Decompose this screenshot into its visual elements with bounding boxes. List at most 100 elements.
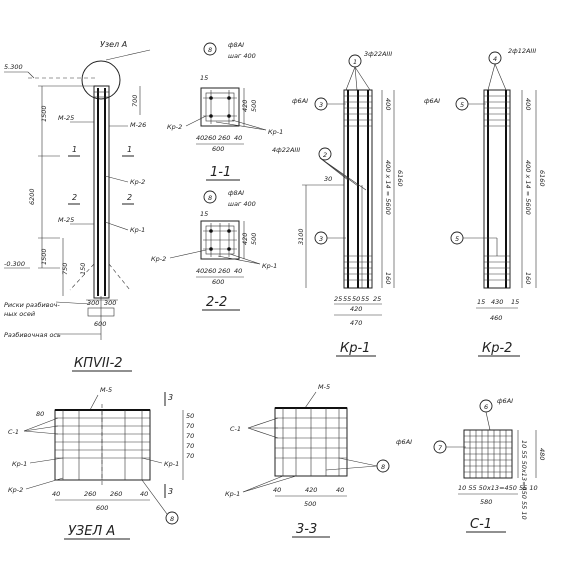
leader-kr2-node: Кр-2 [8,486,23,494]
section-3-3: М-5 С-1 Кр-1 8 40 420 40 500 [225,383,390,538]
mark-1-text: 1 [353,58,357,66]
mark-2-text: 2 [323,151,327,159]
dim-420-s22: 420 [241,233,249,245]
dim-260a-s22: 260 [204,267,216,275]
leader-kr1: Кр-1 [130,226,145,234]
mark-3-bottom-text: 3 [319,235,323,243]
bar-6ai-c1-top: ф6АI [497,397,513,405]
mark-8-s22-text: 8 [208,194,212,202]
dim-40a-s33: 40 [273,486,281,494]
dim-25b: 25 [373,295,381,303]
dim-500-s33: 500 [304,500,316,508]
dim-40a-node: 40 [52,490,60,498]
mark-8-s11 [203,42,217,56]
dim-40b-s11: 40 [234,134,242,142]
dim-70a-node: 70 [186,422,194,430]
note-axis-marks-1: Риски разбивоч- [4,301,60,309]
leader-kr1-s11: Кр-1 [268,128,283,136]
section-2-2: 8 ф8АI шаг 400 15 420 500 40 260 260 40 … [151,189,277,311]
dim-3100: 3100 [297,228,305,245]
bar-3-22aiii: 3ф22АIII [364,50,392,58]
note-layout-axis: Разбивочная ось [4,331,61,339]
dim-30: 30 [324,175,332,183]
leader-kr1b-node: Кр-1 [164,460,179,468]
bar-6ai-kr2: ф6АI [424,97,440,105]
mark-3-top-text: 3 [319,101,323,109]
dim-70c-node: 70 [186,442,194,450]
section-2-2-outline [200,220,240,260]
dim-40b-s22: 40 [234,267,242,275]
node-a-detail: М-5 С-1 Кр-1 Кр-1 Кр-2 3 3 [8,386,194,540]
mark-8-node [165,511,179,525]
mark-8-s22 [203,190,217,204]
cut-2-left: 2 [72,193,77,202]
dim-580-c1: 580 [480,498,492,506]
dim-50: 50 [352,295,360,303]
kr2-outline [483,89,511,289]
title-c1: С-1 [470,517,492,532]
elevation-top: 5.300 [4,63,23,71]
cut-1-right: 1 [127,145,132,154]
dim-40a-s22: 40 [196,267,204,275]
column-body [93,85,110,299]
cut-2-right: 2 [127,193,132,202]
dim-600-s11: 600 [212,145,224,153]
dim-600: 600 [94,320,106,328]
dim-750: 750 [61,263,69,275]
node-a-circle [81,60,121,100]
dim-160-kr2: 160 [524,272,532,284]
title-kpv: КПVII-2 [74,356,123,371]
embedded-m25-top: М-25 [58,114,74,122]
title-3-3: 3-3 [296,522,317,537]
dim-15-s22: 15 [200,210,208,218]
dim-50-node: 50 [186,412,194,420]
mark-5-top-text: 5 [460,101,464,109]
elevation-bottom: -0.300 [4,260,25,268]
mark-8-s11-text: 8 [208,46,212,54]
cut-3-top: 3 [168,393,173,402]
dim-bottom-1500: 1500 [40,248,48,265]
dim-6200: 6200 [28,188,36,205]
mark-8-node-text: 8 [170,515,174,523]
dim-70b-node: 70 [186,432,194,440]
dim-420-kr1: 420 [350,305,362,313]
embedded-m26: М-26 [130,121,146,129]
dim-300-right: 300 [104,299,116,307]
leader-kr1a-node: Кр-1 [12,460,27,468]
cut-3-bottom: 3 [168,487,173,496]
embedded-m5-node: М-5 [100,386,112,394]
dim-55b: 55 [361,295,369,303]
dim-500-s11: 500 [250,100,258,112]
section-1-1: 8 ф8АI шаг 400 15 420 500 40 260 260 40 … [167,41,283,181]
dim-260b-s11: 260 [218,134,230,142]
bar-8ai-s22: ф8АI [228,189,244,197]
dim-5600-kr1: 400 x 14 = 5600 [384,160,392,215]
dim-600-s22: 600 [212,278,224,286]
dim-40b-s33: 40 [336,486,344,494]
dim-260b-node: 260 [110,490,122,498]
leader-kr2-s11: Кр-2 [167,123,182,131]
cut-1-left: 1 [72,145,77,154]
dim-55a: 55 [343,295,351,303]
dim-300-left: 300 [87,299,99,307]
dims-vertical-c1: 10 55 50х13=450 55 10 [520,440,528,520]
bar-8ai-s11: ф8АI [228,41,244,49]
bar-4-22aiii: 4ф22АIII [272,146,300,154]
dim-top-1500: 1500 [40,105,48,122]
leader-kr1-s22: Кр-1 [262,262,277,270]
leader-kr2: Кр-2 [130,178,145,186]
dim-40a-s11: 40 [196,134,204,142]
mark-4-text: 4 [493,55,497,63]
mark-6-text: 6 [484,403,488,411]
dim-25a: 25 [334,295,342,303]
mark-5-bottom-text: 5 [455,235,459,243]
dim-400-kr1: 400 [384,98,392,110]
dims-horizontal-c1: 10 55 50х13=450 55 10 [458,484,538,492]
dim-70d-node: 70 [186,452,194,460]
section-1-1-outline [200,87,240,127]
embedded-m5-s33: М-5 [318,383,330,391]
dim-6160-kr1: 6160 [396,170,404,187]
step-400-s11: шаг 400 [228,52,256,60]
title-2-2: 2-2 [206,295,227,310]
